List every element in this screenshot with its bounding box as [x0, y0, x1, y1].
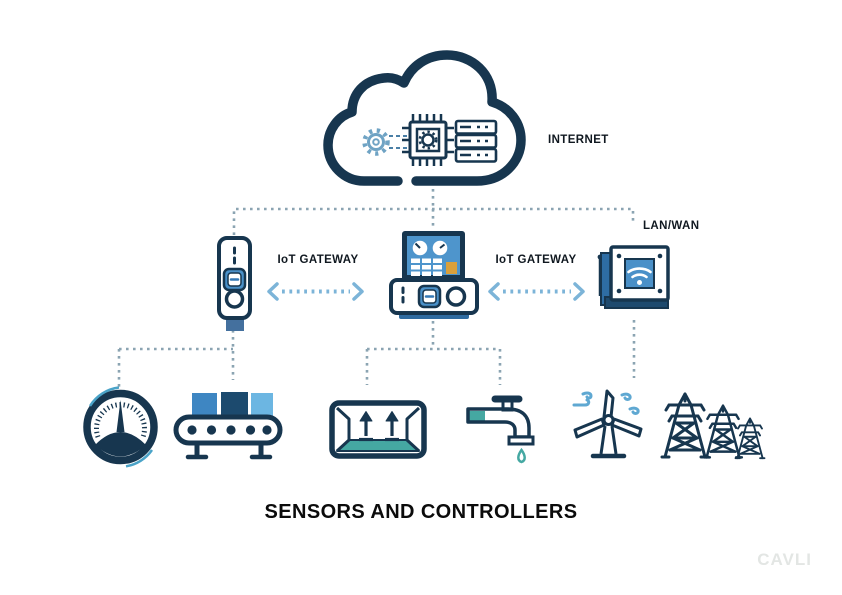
- lan-wan-label: LAN/WAN: [643, 220, 700, 232]
- gear-chip-dashed-link: [389, 135, 408, 149]
- sim-chip-icon: [417, 284, 442, 309]
- sim-chip-icon: [222, 267, 247, 292]
- gauge-meter-icon: [83, 386, 158, 468]
- iot-gateway-left-label: IoT GATEWAY: [277, 254, 359, 266]
- power-towers-icon: [660, 392, 766, 460]
- gateway-arrow-right: [488, 282, 585, 301]
- water-tap-icon: [466, 395, 535, 464]
- page-title: SENSORS AND CONTROLLERS: [264, 501, 578, 523]
- cpu-chip-icon: [402, 114, 454, 166]
- device-button: [445, 286, 467, 307]
- hmi-monitor-device: [402, 231, 465, 281]
- shipping-box-icon: [329, 400, 427, 459]
- this-side-up-arrows: [359, 411, 399, 442]
- screen-table: [411, 258, 442, 276]
- dotted-connector-lines: [117, 189, 636, 387]
- server-rack-icon: [454, 119, 498, 163]
- brand-watermark: CAVLI: [757, 550, 812, 569]
- internet-label: INTERNET: [548, 134, 609, 146]
- sensor-stick-device: [217, 236, 252, 331]
- gateway-arrow-left: [267, 282, 364, 301]
- iot-gateway-right-label: IoT GATEWAY: [495, 254, 577, 266]
- screen-orange-tile: [446, 262, 457, 274]
- screen-gauges: [412, 240, 448, 256]
- wind-swirls: [572, 391, 640, 415]
- device-button: [224, 289, 245, 309]
- water-drop: [517, 447, 526, 464]
- wifi-router-device: [597, 245, 670, 309]
- internet-cloud-node: [323, 50, 526, 186]
- iot-gateway-box-device: [389, 278, 479, 319]
- conveyor-belt-icon: [173, 392, 283, 460]
- wifi-icon: [627, 267, 652, 285]
- gear-icon: [362, 128, 390, 156]
- cloud-outline: [323, 50, 526, 186]
- wind-turbine-icon: [572, 389, 643, 459]
